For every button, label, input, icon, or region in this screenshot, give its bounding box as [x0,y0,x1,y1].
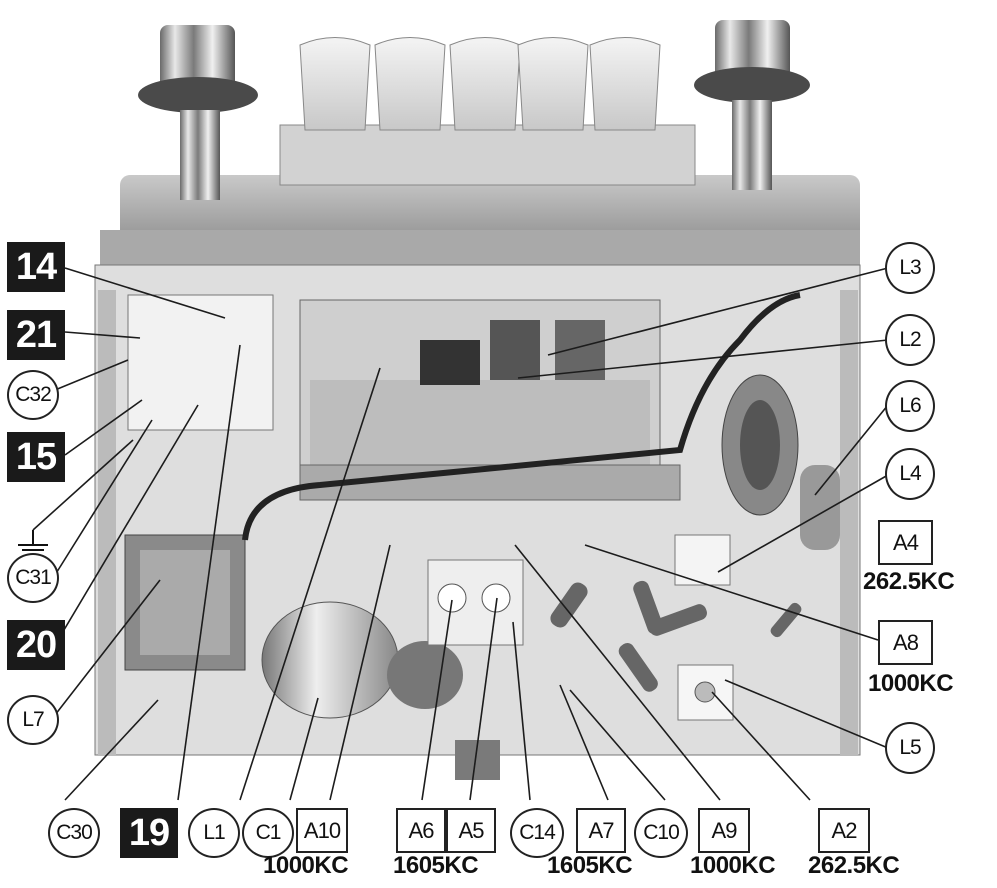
callout-l6: L6 [885,380,935,432]
callout-c31: C31 [7,553,59,603]
callout-21: 21 [7,310,65,360]
callout-c1: C1 [242,808,294,858]
callout-c10: C10 [634,808,688,858]
callout-15: 15 [7,432,65,482]
callout-a7: A7 [576,808,626,853]
terminal-board [127,294,274,431]
callout-a4: A4 [878,520,933,565]
callout-c30: C30 [48,808,100,858]
freq-a10: 1000KC [263,852,349,879]
callout-l3: L3 [885,242,935,294]
freq-a8: 1000KC [868,670,954,697]
push-buttons [299,37,661,131]
power-transformer [124,534,246,671]
callout-l4: L4 [885,448,935,500]
leader-lines [32,267,889,801]
callout-c32: C32 [7,370,59,420]
freq-a7: 1605KC [547,852,633,879]
callout-14: 14 [7,242,65,292]
callout-l1: L1 [188,808,240,858]
freq-a9: 1000KC [690,852,776,879]
callout-a8: A8 [878,620,933,665]
callout-l5: L5 [885,722,935,774]
freq-a4: 262.5KC [863,568,955,595]
speaker-magnet [387,641,463,709]
left-knob [138,25,258,200]
callout-l7: L7 [7,695,59,745]
components [550,465,840,692]
callout-a10: A10 [296,808,348,853]
callout-a2: A2 [818,808,870,853]
callout-19: 19 [120,808,178,858]
callout-20: 20 [7,620,65,670]
top-housing [100,124,860,265]
tuner-assembly [299,299,799,516]
cable [242,292,801,541]
callout-a9: A9 [698,808,750,853]
freq-a2: 262.5KC [808,852,900,879]
callout-l2: L2 [885,314,935,366]
callout-a6: A6 [396,808,446,853]
callout-a5: A5 [446,808,496,853]
filter-capacitor [261,601,399,719]
freq-a6-a5: 1605KC [393,852,479,879]
ground-symbol [18,530,48,556]
right-knob [694,20,810,190]
if-cans [427,534,734,721]
callout-c14: C14 [510,808,564,858]
